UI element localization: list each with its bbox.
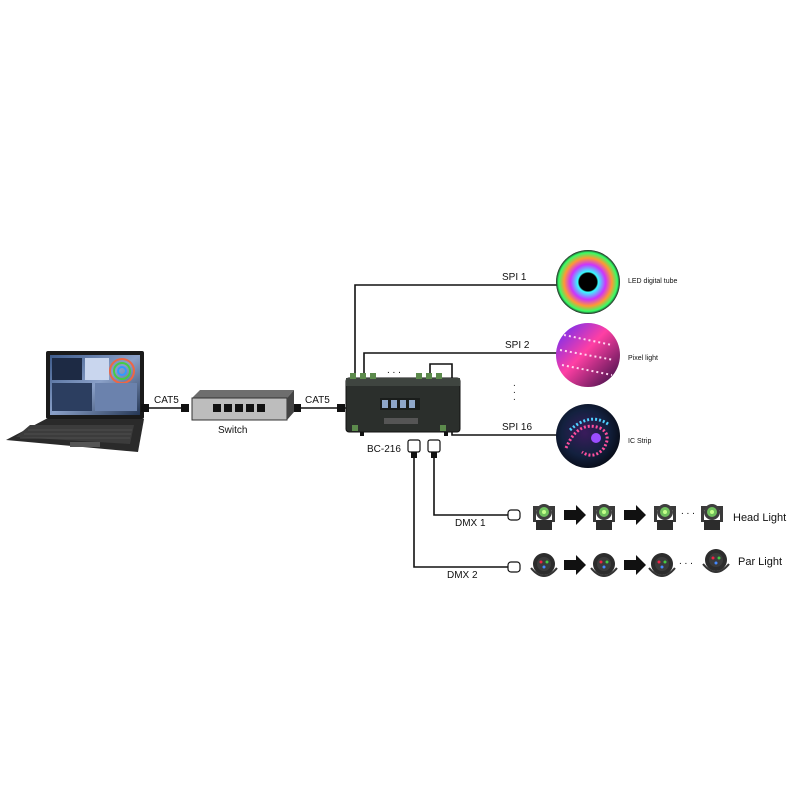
arrow-icon bbox=[624, 555, 646, 575]
dmx-end-plugs bbox=[507, 509, 521, 573]
spi1-label: SPI 1 bbox=[502, 272, 527, 283]
par-light-icon bbox=[702, 549, 730, 573]
par-light-row bbox=[530, 549, 730, 577]
dmx-plug-icon bbox=[407, 439, 441, 458]
head-light-ellipsis: . . . bbox=[681, 506, 695, 517]
switch-icon bbox=[191, 390, 294, 421]
par-light-label: Par Light bbox=[738, 556, 783, 568]
spi2-line bbox=[363, 352, 557, 375]
spi16-line bbox=[429, 363, 557, 436]
cat5-plugs bbox=[141, 404, 345, 412]
par-light-icon bbox=[530, 553, 558, 577]
par-light-ellipsis: . . . bbox=[679, 556, 693, 567]
pixel-light-label: Pixel light bbox=[628, 355, 658, 362]
ic-strip-label: IC Strip bbox=[628, 438, 652, 445]
led-tube-label: LED digital tube bbox=[628, 278, 678, 285]
laptop-icon bbox=[6, 351, 144, 452]
par-light-icon bbox=[648, 553, 676, 577]
led-tube-icon bbox=[556, 250, 620, 314]
connection-lines bbox=[140, 284, 557, 568]
head-light-label: Head Light bbox=[733, 512, 787, 524]
arrow-icon bbox=[624, 505, 646, 525]
dmx1-label: DMX 1 bbox=[455, 518, 486, 529]
spi16-label: SPI 16 bbox=[502, 422, 533, 433]
head-light-icon bbox=[654, 504, 676, 530]
arrow-icon bbox=[564, 555, 586, 575]
par-light-icon bbox=[590, 553, 618, 577]
head-light-icon bbox=[593, 504, 615, 530]
dmx1-line bbox=[433, 458, 508, 516]
dmx2-line bbox=[413, 458, 508, 568]
controller-ellipsis: . . . bbox=[387, 365, 401, 376]
cat5-label-left: CAT5 bbox=[154, 395, 179, 406]
arrow-icon bbox=[564, 505, 586, 525]
controller-label: BC-216 bbox=[367, 444, 401, 455]
spi2-label: SPI 2 bbox=[505, 340, 530, 351]
pixel-light-icon bbox=[556, 323, 620, 387]
spi1-line bbox=[354, 284, 557, 375]
switch-label: Switch bbox=[218, 425, 248, 436]
controller-icon bbox=[345, 373, 461, 436]
cat5-label-right: CAT5 bbox=[305, 395, 330, 406]
head-light-row bbox=[533, 504, 723, 530]
head-light-icon bbox=[701, 504, 723, 530]
ic-strip-icon bbox=[556, 404, 620, 468]
dmx2-label: DMX 2 bbox=[447, 570, 478, 581]
head-light-icon bbox=[533, 504, 555, 530]
spi-vertical-ellipsis: ... bbox=[513, 378, 516, 403]
